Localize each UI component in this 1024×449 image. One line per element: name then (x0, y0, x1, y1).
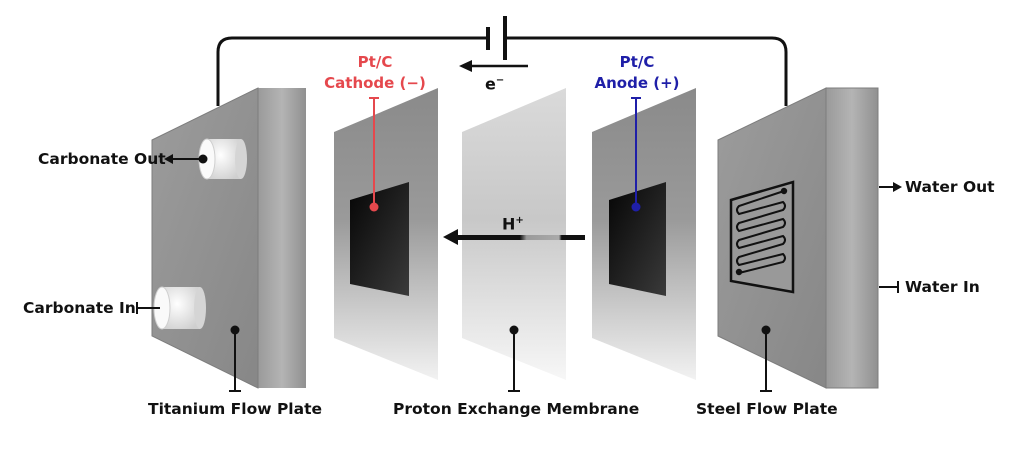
anode-catalyst (609, 182, 666, 296)
cathode-label: Pt/C Cathode (−) (310, 52, 440, 94)
water-out-pointer (879, 182, 902, 192)
carbonate-in-label: Carbonate In (23, 299, 136, 317)
electron-arrow-head (459, 60, 472, 72)
carbonate-in-pointer (136, 302, 160, 314)
water-in-pointer (879, 281, 899, 293)
steel-plate-side (825, 87, 879, 389)
membrane-pointer (508, 325, 520, 392)
proton-path (455, 235, 585, 240)
proton-label: H+ (502, 214, 524, 234)
water-in-label: Water In (905, 278, 980, 296)
serpentine-channel-icon (736, 190, 786, 274)
anode-material: Pt/C (619, 53, 655, 71)
carbonate-out-pointer (164, 154, 208, 164)
anode-name: Anode (+) (594, 74, 680, 92)
circuit-wire (216, 36, 788, 106)
carbonate-out-port (198, 138, 247, 180)
proton-exchange-membrane (462, 88, 566, 380)
steel-plate-pointer (760, 325, 772, 392)
membrane-label: Proton Exchange Membrane (393, 400, 640, 418)
water-out-label: Water Out (905, 178, 995, 196)
titanium-flow-plate (151, 87, 306, 389)
titanium-plate-label: Titanium Flow Plate (148, 400, 323, 418)
titanium-plate-side (258, 88, 306, 388)
carbonate-out-label: Carbonate Out (38, 150, 166, 168)
titanium-plate-face (151, 87, 259, 389)
cathode-name: Cathode (−) (324, 74, 426, 92)
steel-flow-plate (717, 87, 879, 389)
electron-label: e− (485, 74, 505, 94)
titanium-plate-pointer (229, 325, 241, 392)
cathode-material: Pt/C (357, 53, 393, 71)
carbonate-in-port (153, 286, 206, 330)
steel-plate-label: Steel Flow Plate (696, 400, 838, 418)
anode-label: Pt/C Anode (+) (572, 52, 702, 94)
proton-arrow-head (443, 229, 458, 245)
anode-electrode (592, 88, 696, 380)
flow-field (729, 180, 795, 294)
cathode-electrode (334, 88, 438, 380)
cathode-catalyst (350, 182, 409, 296)
